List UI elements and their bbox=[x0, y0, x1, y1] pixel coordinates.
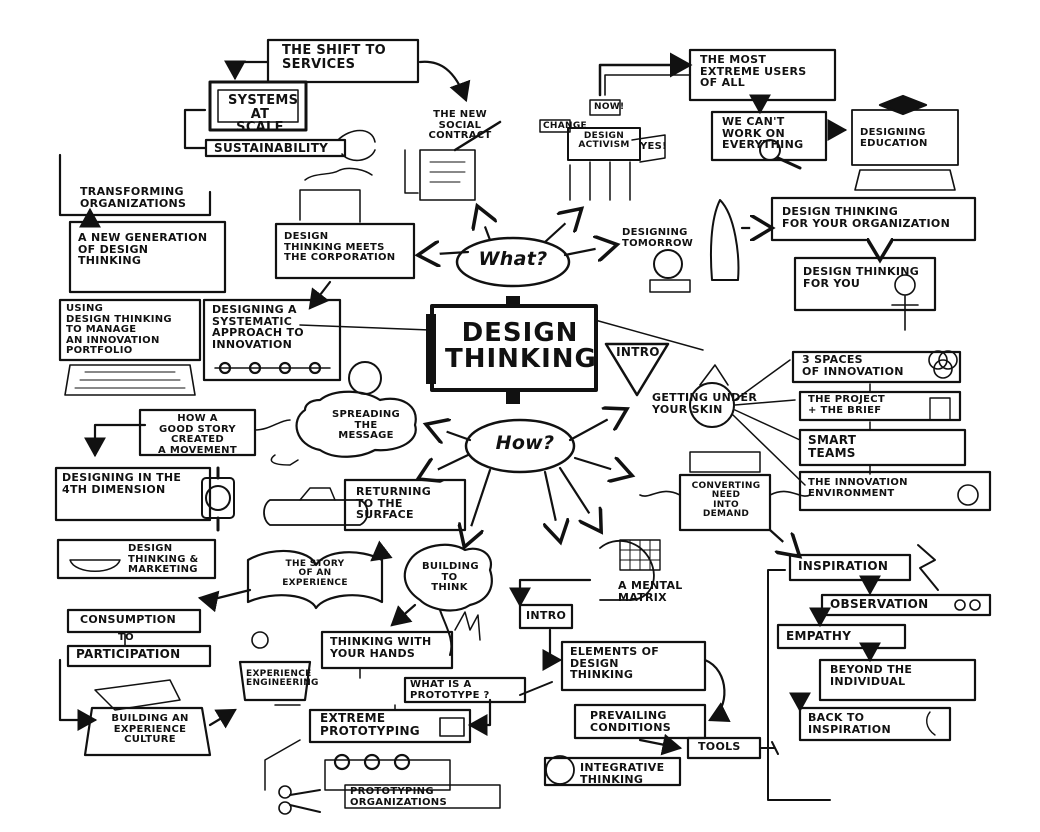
how-hub: How? bbox=[495, 432, 555, 454]
intro-triangle bbox=[604, 342, 670, 397]
activism-sign bbox=[567, 127, 641, 161]
cantwork-box bbox=[710, 110, 828, 162]
dt-and-marketing: DESIGN THINKING & MARKETING bbox=[128, 543, 199, 575]
elements-of-dt: ELEMENTS OF DESIGN THINKING bbox=[570, 645, 660, 682]
designing-tomorrow: DESIGNING TOMORROW bbox=[622, 227, 694, 249]
tools-box bbox=[686, 736, 762, 760]
beyond-individual: BEYOND THE INDIVIDUAL bbox=[830, 663, 913, 688]
extreme-box bbox=[688, 48, 837, 102]
spreading-message: SPREADING THE MESSAGE bbox=[331, 409, 401, 441]
dt-meets-corporation: DESIGN THINKING MEETS THE CORPORATION bbox=[284, 231, 396, 263]
good-story-movement: HOW A GOOD STORY CREATED A MOVEMENT bbox=[158, 413, 237, 456]
what-hub-ellipse bbox=[455, 236, 571, 288]
systems-at-scale: SYSTEMS AT SCALE bbox=[228, 93, 299, 136]
portfolio-box bbox=[58, 298, 202, 362]
extreme-proto-box bbox=[308, 708, 472, 744]
brief-box bbox=[798, 390, 962, 422]
sign-yes: YES! bbox=[640, 141, 668, 152]
innovation-portfolio: USING DESIGN THINKING TO MANAGE AN INNOV… bbox=[66, 303, 172, 356]
to-label: TO bbox=[118, 632, 134, 643]
sign-now: NOW! bbox=[594, 102, 625, 112]
design-activism: DESIGN ACTIVISM bbox=[578, 131, 630, 151]
how-hub-ellipse bbox=[464, 418, 576, 474]
innovation-environment: THE INNOVATION ENVIRONMENT bbox=[808, 477, 908, 499]
beyond-box bbox=[818, 658, 977, 702]
hands-box bbox=[320, 630, 454, 670]
tools: TOOLS bbox=[698, 740, 741, 753]
designing-education: DESIGNING EDUCATION bbox=[860, 127, 928, 149]
prototyping-organizations: PROTOTYPING ORGANIZATIONS bbox=[350, 786, 447, 808]
systems-box bbox=[208, 80, 308, 132]
returning-to-surface: RETURNING TO THE SURFACE bbox=[356, 485, 432, 522]
empathy-box bbox=[776, 623, 907, 650]
returning-box bbox=[343, 478, 467, 532]
services-box bbox=[266, 38, 420, 84]
corp-box bbox=[274, 222, 416, 280]
marketing-box bbox=[56, 538, 217, 580]
inspiration-box bbox=[788, 553, 912, 582]
back-box bbox=[798, 706, 952, 742]
integrative-box bbox=[543, 756, 682, 787]
need-into-demand: CONVERTING NEED INTO DEMAND bbox=[691, 481, 761, 520]
new-social-contract: THE NEW SOCIAL CONTRACT bbox=[428, 109, 492, 141]
inspiration: INSPIRATION bbox=[798, 559, 889, 573]
story-of-experience: THE STORY OF AN EXPERIENCE bbox=[282, 559, 348, 588]
sustainability: SUSTAINABILITY bbox=[214, 141, 329, 155]
mental-matrix: A MENTAL MATRIX bbox=[618, 579, 683, 604]
sign-change: CHANGE bbox=[543, 121, 587, 131]
systematic-box bbox=[202, 298, 342, 382]
culture-box bbox=[83, 706, 212, 757]
fourth-dimension: DESIGNING IN THE 4TH DIMENSION bbox=[62, 471, 182, 496]
elements-box bbox=[560, 640, 707, 692]
back-to-inspiration: BACK TO INSPIRATION bbox=[808, 711, 891, 736]
consumption-box bbox=[66, 608, 202, 634]
building-to-think: BUILDING TO THINK bbox=[422, 561, 479, 593]
story-book bbox=[246, 549, 384, 610]
dt-for-organization: DESIGN THINKING FOR YOUR ORGANIZATION bbox=[782, 205, 951, 230]
building-cloud bbox=[403, 543, 493, 612]
central-title: DESIGN THINKING bbox=[445, 318, 597, 374]
intro-label: INTRO bbox=[616, 345, 660, 359]
project-brief: THE PROJECT + THE BRIEF bbox=[808, 394, 886, 416]
shift-to-services: THE SHIFT TO SERVICES bbox=[282, 43, 387, 72]
what-is-prototype: WHAT IS A PROTOTYPE ? bbox=[410, 679, 490, 701]
environment-box bbox=[798, 470, 992, 512]
new-generation: A NEW GENERATION OF DESIGN THINKING bbox=[78, 231, 208, 268]
cant-work-everything: WE CAN'T WORK ON EVERYTHING bbox=[722, 115, 804, 152]
thinking-with-hands: THINKING WITH YOUR HANDS bbox=[330, 635, 432, 660]
extreme-users: THE MOST EXTREME USERS OF ALL bbox=[700, 53, 807, 90]
empathy: EMPATHY bbox=[786, 629, 852, 643]
consumption: CONSUMPTION bbox=[80, 613, 176, 626]
fourth-box bbox=[54, 466, 212, 522]
smart-teams: SMART TEAMS bbox=[808, 433, 857, 460]
experience-engineering: EXPERIENCE ENGINEERING bbox=[246, 669, 319, 689]
proto-org-box bbox=[344, 784, 501, 809]
story-box bbox=[138, 408, 257, 457]
dt-for-you: DESIGN THINKING FOR YOU bbox=[803, 265, 920, 290]
three-spaces: 3 SPACES OF INNOVATION bbox=[802, 353, 904, 378]
teams-box bbox=[798, 428, 967, 467]
transforming-organizations: TRANSFORMING ORGANIZATIONS bbox=[80, 185, 187, 210]
what-hub: What? bbox=[478, 248, 548, 270]
prevailing-conditions: PREVAILING CONDITIONS bbox=[590, 709, 671, 734]
extreme-prototyping: EXTREME PROTOTYPING bbox=[320, 711, 420, 738]
participation: PARTICIPATION bbox=[76, 647, 181, 661]
spaces-box bbox=[791, 350, 962, 384]
integrative-thinking: INTEGRATIVE THINKING bbox=[580, 761, 665, 786]
observation: OBSERVATION bbox=[830, 597, 929, 611]
prototype-box bbox=[403, 676, 527, 704]
experience-culture: BUILDING AN EXPERIENCE CULTURE bbox=[111, 713, 189, 745]
participation-box bbox=[66, 644, 212, 668]
systematic-approach: DESIGNING A SYSTEMATIC APPROACH TO INNOV… bbox=[212, 303, 304, 351]
getting-under-skin: GETTING UNDER YOUR SKIN bbox=[652, 391, 758, 416]
intro-elements: INTRO bbox=[526, 609, 567, 622]
intro2-box bbox=[518, 603, 574, 630]
exp-eng-box bbox=[238, 660, 312, 702]
newgen-box bbox=[68, 220, 227, 294]
spreading-cloud bbox=[295, 390, 417, 458]
education-box bbox=[851, 109, 959, 166]
for-you-box bbox=[793, 256, 937, 312]
